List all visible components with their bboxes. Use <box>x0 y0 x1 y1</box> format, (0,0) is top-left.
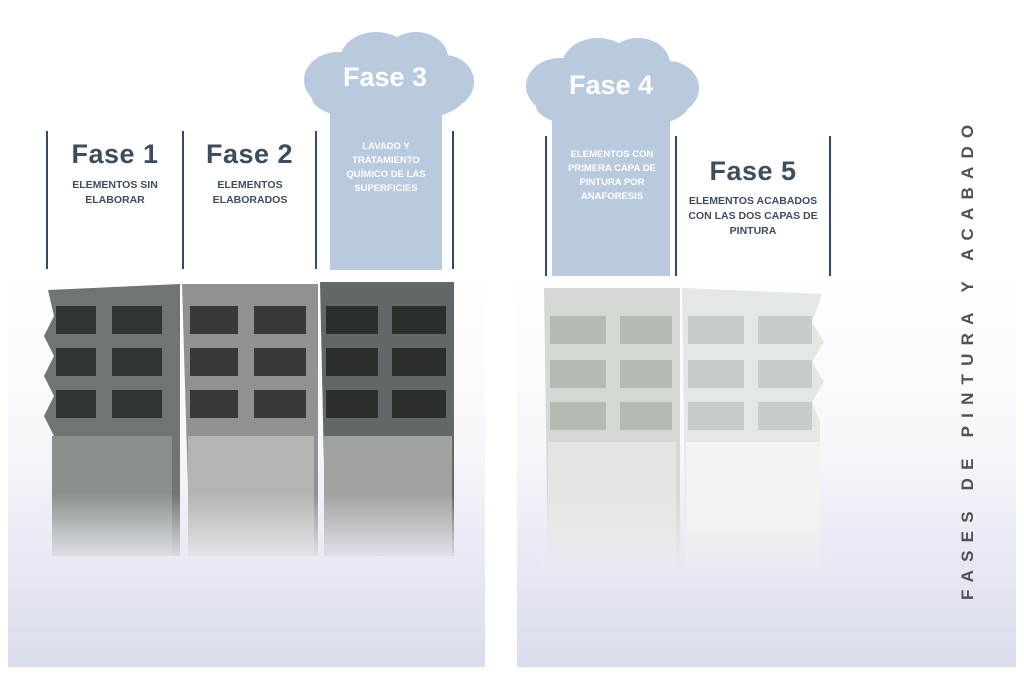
radiator-elements-image-left <box>40 276 460 566</box>
phase-3-cloud-box <box>304 32 474 270</box>
phase-3-description: LAVADO Y TRATAMIENTO QUÍMICO DE LAS SUPE… <box>346 141 426 194</box>
phase-2-description: ELEMENTOS ELABORADOS <box>212 179 288 206</box>
divider-line <box>182 131 184 269</box>
phase-3-title: Fase 3 <box>342 62 428 92</box>
divider-line <box>545 136 547 276</box>
divider-line <box>675 136 677 276</box>
divider-line <box>315 131 317 269</box>
phase-2-title: Fase 2 <box>205 139 294 169</box>
phase-5-description: ELEMENTOS ACABADOS CON LAS DOS CAPAS DE … <box>688 195 818 237</box>
divider-line <box>452 131 454 269</box>
divider-line <box>829 136 831 276</box>
phase-1-title: Fase 1 <box>71 139 159 169</box>
page-title-vertical: FASES DE PINTURA Y ACABADO <box>958 116 977 600</box>
phase-1-description: ELEMENTOS SIN ELABORAR <box>72 179 158 206</box>
phase-5-title: Fase 5 <box>709 156 797 186</box>
divider-line <box>46 131 48 269</box>
radiator-elements-image-right <box>540 282 832 574</box>
phase-4-cloud-box <box>526 38 699 276</box>
phase-4-title: Fase 4 <box>568 70 654 100</box>
phase-4-description: ELEMENTOS CON PRIMERA CAPA DE PINTURA PO… <box>568 149 656 202</box>
